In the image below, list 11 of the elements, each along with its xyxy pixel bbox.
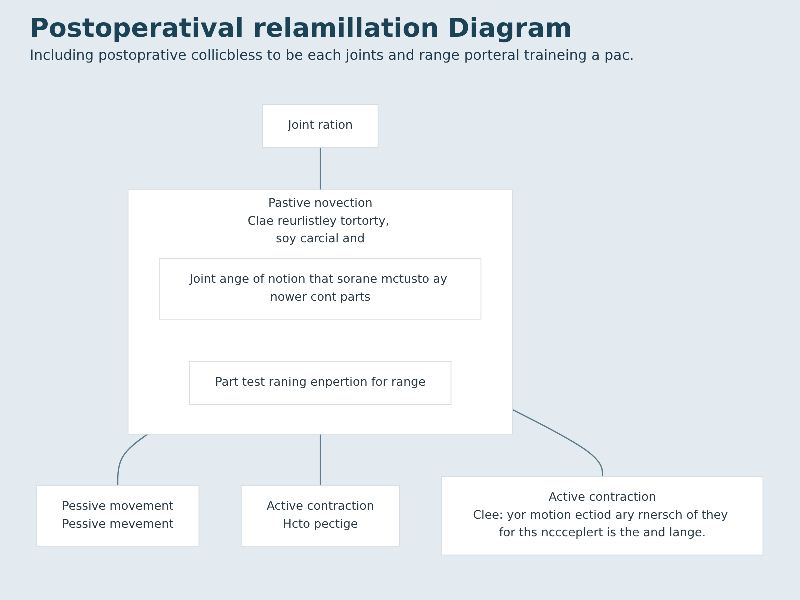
node-box: Joint ange of notion that sorane mctusto ay nower cont parts bbox=[160, 258, 482, 320]
connector bbox=[512, 409, 604, 477]
diagram-title: Postoperatival relamillation Diagram bbox=[30, 14, 574, 44]
node-box: Pessive movement Pessive mevement bbox=[36, 485, 200, 547]
node-box: Part test raning enpertion for range bbox=[190, 361, 452, 406]
connector bbox=[320, 148, 322, 190]
node-box: Active contraction Hcto pectige bbox=[241, 485, 400, 547]
node-box: Active contraction Clee: yor motion ectiod ary rnersch of they for ths nccceplert is the and lange. bbox=[442, 476, 764, 556]
connector bbox=[320, 434, 322, 486]
connector bbox=[117, 434, 148, 486]
subtitle: Including postoprative collicbless to be each joints and range porteral traineing a pac. bbox=[30, 48, 636, 64]
